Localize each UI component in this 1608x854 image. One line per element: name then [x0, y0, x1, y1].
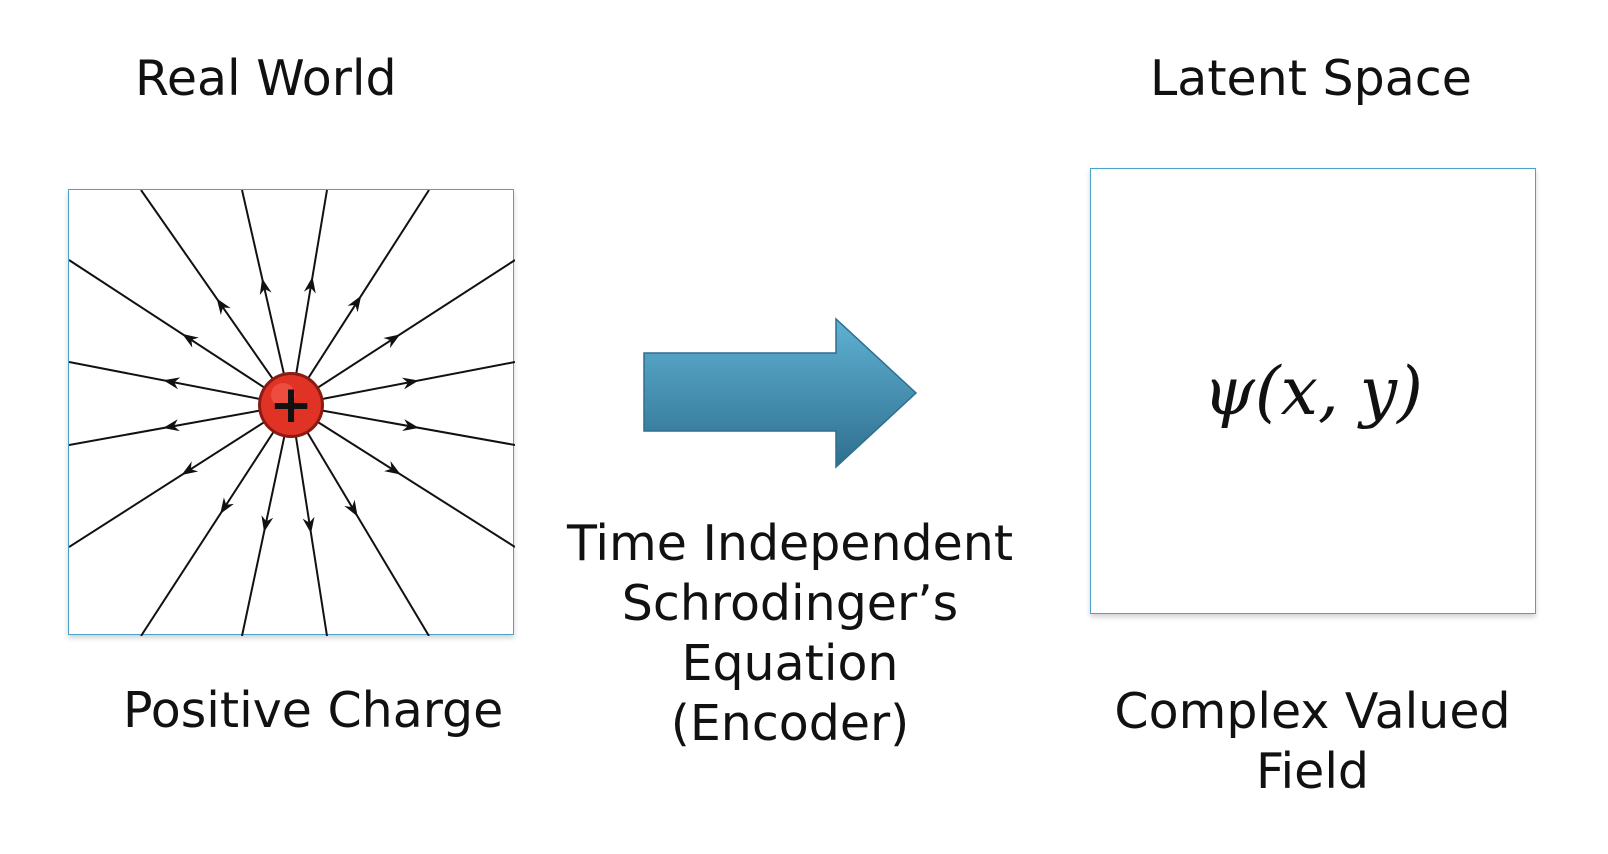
field-arrowhead-icon — [181, 461, 199, 476]
field-line — [69, 404, 292, 548]
field-arrowhead-icon — [303, 276, 316, 294]
field-arrowhead-icon — [182, 333, 199, 348]
psi-formula: ψ(x, y) — [1203, 352, 1423, 430]
field-arrowhead-icon — [384, 460, 401, 475]
encoder-caption-line: (Encoder) — [670, 695, 910, 752]
field-arrowhead-icon — [163, 377, 181, 390]
field-arrowhead-icon — [216, 298, 231, 315]
field-arrowhead-icon — [259, 278, 272, 296]
field-arrowhead-icon — [344, 499, 358, 517]
complex-field-caption: Complex Valued Field — [1095, 682, 1530, 802]
field-arrowhead-icon — [401, 377, 419, 390]
field-line — [140, 190, 292, 406]
field-arrowhead-icon — [347, 295, 362, 313]
field-line — [290, 361, 515, 406]
field-line — [290, 404, 515, 446]
field-line — [290, 259, 515, 406]
field-line — [241, 190, 292, 406]
encoder-caption-line: Schrodinger’s — [621, 575, 959, 632]
field-arrowhead-icon — [261, 515, 274, 533]
field-line — [290, 190, 328, 406]
field-line — [69, 361, 292, 406]
positive-charge-caption: Positive Charge — [123, 682, 504, 739]
electric-field-panel: + — [68, 189, 515, 636]
latent-space-title: Latent Space — [1150, 50, 1472, 107]
field-lines-diagram: + — [69, 190, 515, 636]
real-world-title: Real World — [135, 50, 397, 107]
field-lines — [69, 190, 515, 636]
field-arrowhead-icon — [302, 516, 315, 534]
positive-charge: + — [258, 372, 324, 438]
complex-field-caption-line: Complex Valued — [1114, 683, 1511, 740]
encoder-caption-line: Time Independent — [566, 515, 1014, 572]
field-arrowhead-icon — [383, 334, 401, 349]
field-line — [140, 404, 292, 636]
field-line — [290, 404, 328, 636]
field-line — [69, 404, 292, 446]
field-line — [69, 259, 292, 406]
encoder-arrow-icon — [643, 317, 918, 469]
field-arrowhead-icon — [163, 419, 180, 432]
field-line — [290, 404, 515, 548]
charge-plus-symbol: + — [269, 375, 313, 435]
field-arrowhead-icon — [220, 497, 234, 515]
complex-field-caption-line: Field — [1255, 743, 1370, 800]
encoder-caption: Time Independent Schrodinger’s Equation … — [540, 514, 1040, 754]
field-arrowhead-icon — [402, 419, 419, 431]
field-line — [290, 404, 430, 636]
encoder-caption-line: Equation — [681, 635, 899, 692]
latent-space-panel: ψ(x, y) — [1090, 168, 1536, 614]
field-line — [241, 404, 292, 636]
